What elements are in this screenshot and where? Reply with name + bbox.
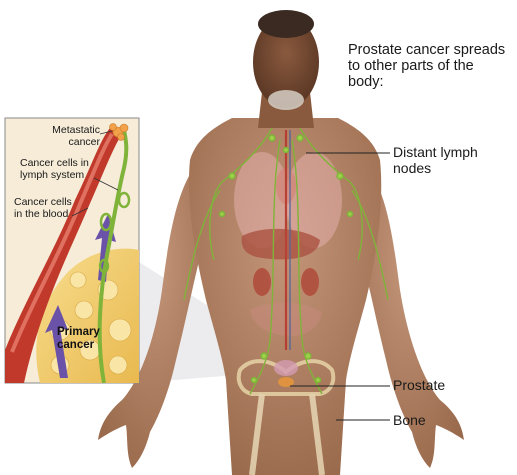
label-prostate: Prostate [393, 378, 445, 394]
label-distant-lymph-nodes: Distant lymph nodes [393, 145, 478, 176]
label-bone: Bone [393, 413, 426, 429]
label-cancer-cells-blood: Cancer cells in the blood [14, 196, 72, 221]
label-metastatic-cancer: Metastatic cancer [50, 124, 100, 149]
label-primary-cancer: Primary cancer [57, 326, 100, 352]
figure-title: Prostate cancer spreads to other parts o… [348, 42, 517, 91]
label-cancer-cells-lymph: Cancer cells in lymph system [20, 157, 89, 182]
